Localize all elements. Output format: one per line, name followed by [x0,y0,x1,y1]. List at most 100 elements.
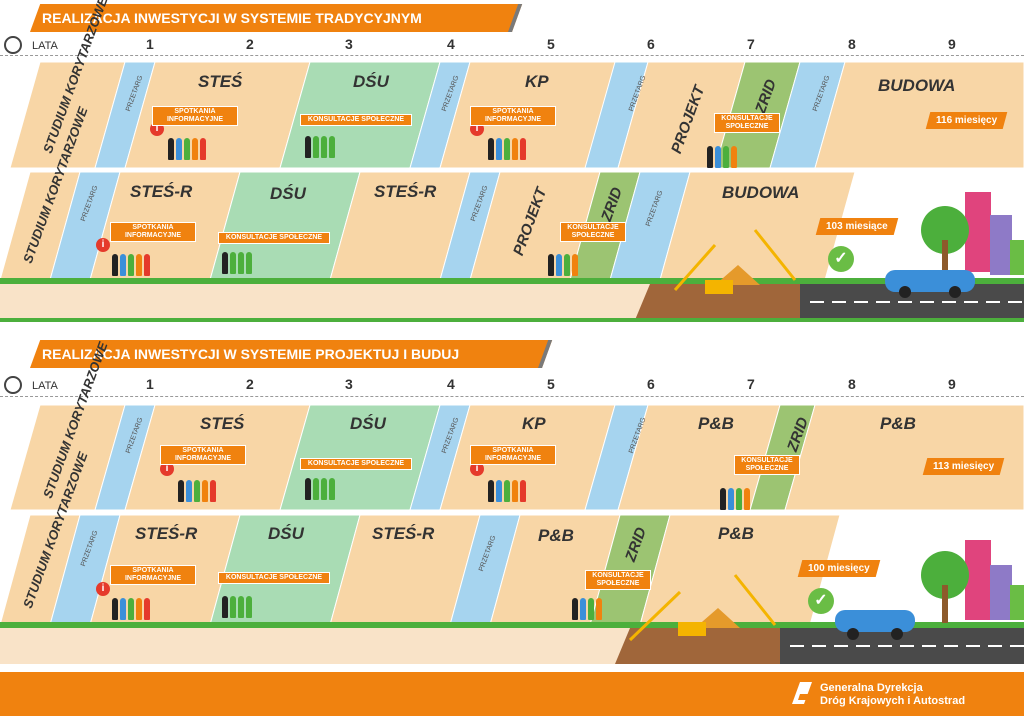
people-group-icon [305,136,335,158]
people-group-icon [222,252,252,274]
label-stesr: STEŚ-R [130,182,193,201]
label-pb2: P&B [718,524,754,543]
years-label: LATA [32,380,58,392]
people-group-icon [178,480,216,502]
car-wheel [949,286,961,298]
section2-years-axis: LATA 1 2 3 4 5 6 7 8 9 [0,376,1024,396]
construction-dirt [615,628,790,664]
grass-strip [0,278,1024,284]
building [1010,585,1024,620]
tree [921,551,969,599]
car-wheel [891,628,903,640]
organization-name-line1: Generalna Dyrekcja [820,682,923,694]
tag-konsultacje: KONSULTACJE SPOŁECZNE [218,572,330,584]
tag-konsultacje: KONSULTACJE SPOŁECZNE [734,455,800,475]
info-icon: i [470,462,484,476]
years-label: LATA [32,40,58,52]
year-2: 2 [246,36,254,52]
tree-trunk [942,585,948,623]
building [990,565,1012,620]
label-pb2: P&B [880,414,916,433]
stopwatch-icon [4,36,22,54]
people-group-icon [222,596,252,618]
tag-konsultacje: KONSULTACJE SPOŁECZNE [714,113,780,133]
green-border [0,318,1024,322]
year-7: 7 [747,376,755,392]
tag-spotkania: SPOTKANIA INFORMACYJNE [470,445,556,465]
months-badge: 100 miesięcy [797,560,880,577]
months-badge: 103 miesiące [815,218,898,235]
label-kp: KP [525,72,549,91]
building [990,215,1012,275]
year-4: 4 [447,36,455,52]
months-badge: 116 miesięcy [925,112,1008,129]
footer-bar [0,672,1024,716]
crane [628,590,682,642]
people-group-icon [720,488,750,510]
tag-konsultacje: KONSULTACJE SPOŁECZNE [560,222,626,242]
people-group-icon [112,254,150,276]
label-stesr2: STEŚ-R [372,524,435,543]
crane [733,574,777,626]
year-2: 2 [246,376,254,392]
car [885,270,975,292]
people-group-icon [112,598,150,620]
tag-spotkania: SPOTKANIA INFORMACYJNE [110,565,196,585]
months-value: 116 miesięcy [936,115,998,126]
label-dsu: DŚU [268,524,304,543]
year-6: 6 [647,376,655,392]
people-group-icon [168,138,206,160]
year-9: 9 [948,36,956,52]
tag-konsultacje: KONSULTACJE SPOŁECZNE [300,458,412,470]
year-1: 1 [146,376,154,392]
section2-title-banner: REALIZACJA INWESTYCJI W SYSTEMIE PROJEKT… [30,340,553,368]
building [965,540,991,620]
tag-konsultacje: KONSULTACJE SPOŁECZNE [585,570,651,590]
label-stes: STEŚ [198,72,243,91]
tag-spotkania: SPOTKANIA INFORMACYJNE [160,445,246,465]
year-8: 8 [848,376,856,392]
people-group-icon [488,480,526,502]
year-5: 5 [547,36,555,52]
gddkia-logo-icon [792,682,812,704]
tag-spotkania: SPOTKANIA INFORMACYJNE [470,106,556,126]
label-budowa: BUDOWA [878,76,956,95]
year-1: 1 [146,36,154,52]
tag-spotkania: SPOTKANIA INFORMACYJNE [152,106,238,126]
tree [921,206,969,254]
dirt-pile [695,608,740,628]
band-pb2 [784,404,1024,511]
tag-konsultacje: KONSULTACJE SPOŁECZNE [300,114,412,126]
year-7: 7 [747,36,755,52]
label-dsu: DŚU [350,414,386,433]
people-group-icon [488,138,526,160]
ground [0,284,650,320]
timeline-line [0,55,1024,57]
stopwatch-icon [4,376,22,394]
label-stes: STEŚ [200,414,245,433]
label-stesr: STEŚ-R [135,524,198,543]
label-pb: P&B [698,414,734,433]
checkmark-icon: ✓ [828,246,854,272]
bulldozer [705,280,733,294]
months-value: 113 miesięcy [933,461,995,472]
label-budowa: BUDOWA [722,183,800,202]
section1-title: REALIZACJA INWESTYCJI W SYSTEMIE TRADYCY… [42,10,422,26]
checkmark-icon: ✓ [808,588,834,614]
label-pb: P&B [538,526,574,545]
organization-name-line2: Dróg Krajowych i Autostrad [820,695,966,707]
tree-trunk [942,240,948,278]
car [835,610,915,632]
year-6: 6 [647,36,655,52]
label-dsu: DŚU [270,184,306,203]
info-icon: i [96,238,110,252]
year-4: 4 [447,376,455,392]
label-kp: KP [522,414,546,433]
year-9: 9 [948,376,956,392]
building [1010,240,1024,275]
info-icon: i [160,462,174,476]
construction-dirt [635,284,810,320]
organization-name: Generalna Dyrekcja Dróg Krajowych i Auto… [820,682,965,708]
year-8: 8 [848,36,856,52]
people-group-icon [572,598,602,620]
